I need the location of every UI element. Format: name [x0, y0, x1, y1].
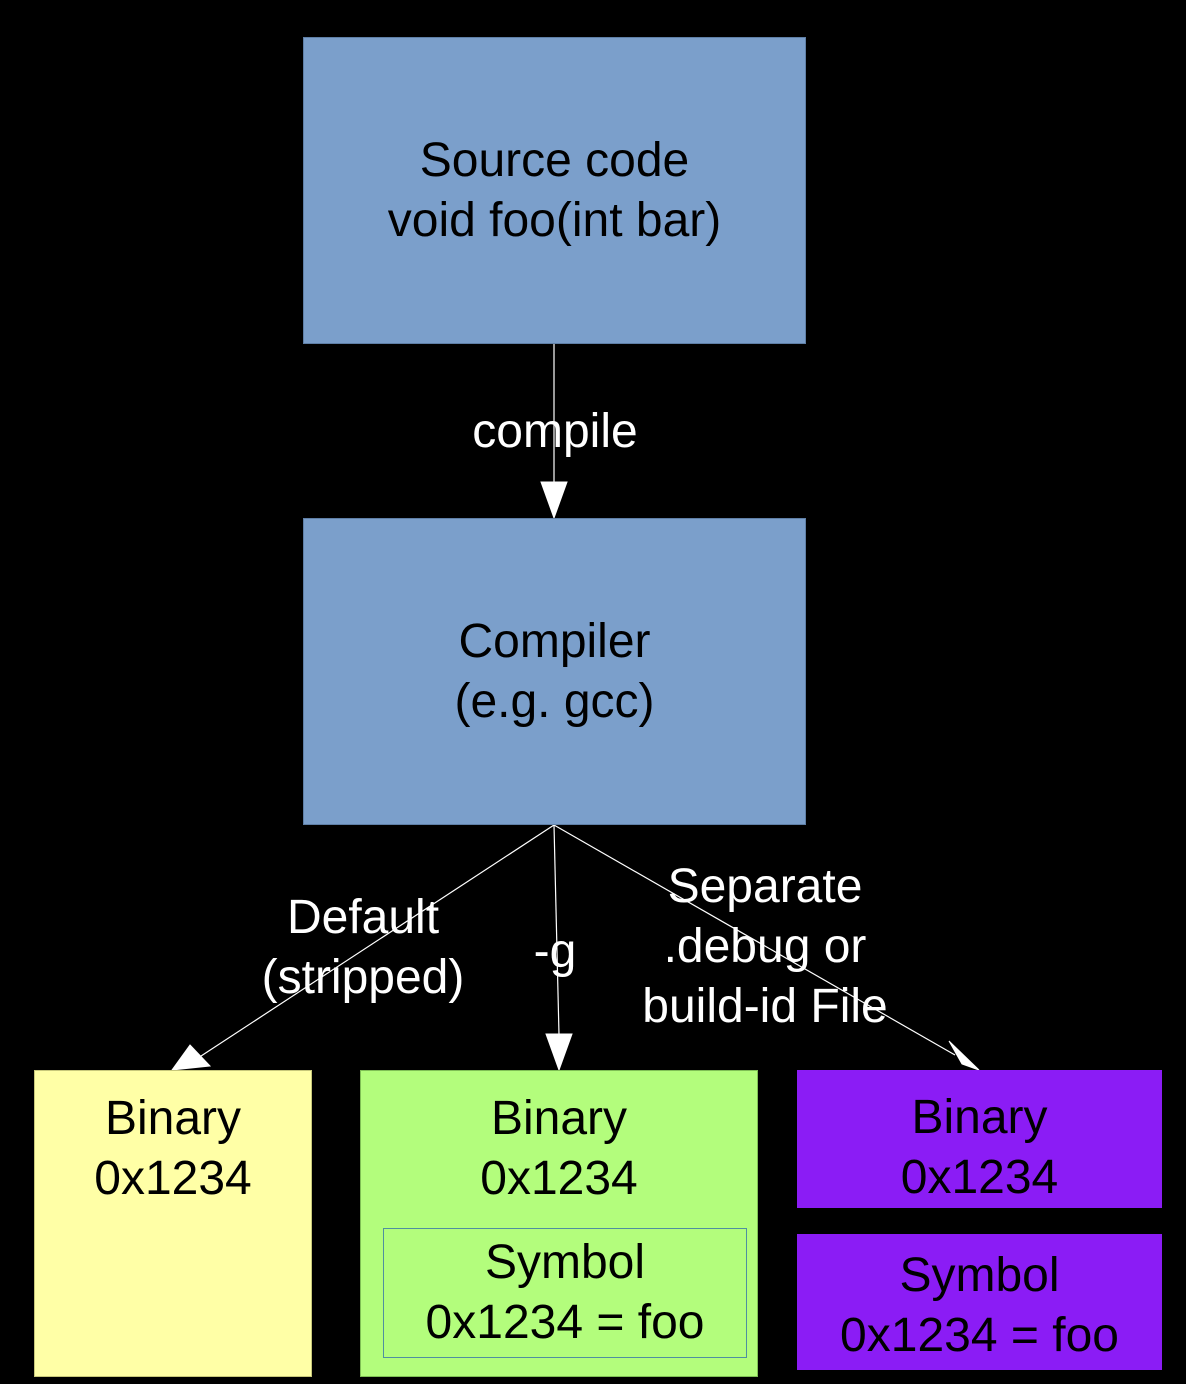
edge-compile-arrowhead: [540, 481, 568, 520]
source-code-signature: void foo(int bar): [387, 193, 722, 247]
edge-separate-label: Separate .debug or build-id File: [610, 857, 920, 1037]
edge-default-text-line2: (stripped): [261, 951, 465, 1004]
edge-g-line: [553, 824, 560, 1036]
edge-separate-line: [553, 824, 956, 1056]
edge-g-text: -g: [533, 925, 577, 978]
edge-separate-arrowhead: [948, 1040, 980, 1071]
edge-separate-text-line3: build-id File: [642, 980, 888, 1033]
binary-stripped-node: Binary 0x1234: [34, 1070, 312, 1377]
edge-g-arrowhead: [545, 1033, 573, 1072]
compiler-example: (e.g. gcc): [454, 674, 655, 728]
edge-separate-text-line1: Separate: [667, 860, 863, 913]
binary-stripped-address: 0x1234: [94, 1152, 252, 1205]
binary-debug-address: 0x1234: [480, 1152, 638, 1205]
edge-separate-text-line2: .debug or: [663, 920, 867, 973]
compiler-node: Compiler (e.g. gcc): [303, 518, 806, 825]
symbol-embedded-node: Symbol 0x1234 = foo: [383, 1228, 747, 1358]
edge-g-label: -g: [515, 922, 595, 982]
source-code-node: Source code void foo(int bar): [303, 37, 806, 344]
edge-default-line: [197, 824, 555, 1059]
symbol-separate-node: Symbol 0x1234 = foo: [797, 1234, 1162, 1370]
symbol-embedded-title: Symbol: [484, 1236, 646, 1289]
binary-separate-address: 0x1234: [900, 1151, 1059, 1204]
edge-default-label: Default (stripped): [228, 888, 498, 1008]
compiler-title: Compiler: [458, 614, 651, 668]
edge-compile-text: compile: [472, 405, 638, 458]
binary-separate-title: Binary: [911, 1091, 1048, 1144]
symbol-separate-mapping: 0x1234 = foo: [840, 1309, 1119, 1362]
source-code-title: Source code: [419, 133, 690, 187]
binary-separate-node: Binary 0x1234: [797, 1070, 1162, 1208]
edge-default-arrowhead: [170, 1044, 212, 1071]
binary-debug-title: Binary: [490, 1092, 628, 1145]
symbol-separate-title: Symbol: [899, 1249, 1060, 1302]
binary-stripped-title: Binary: [104, 1092, 242, 1145]
symbol-embedded-mapping: 0x1234 = foo: [425, 1296, 705, 1349]
edge-compile-label: compile: [455, 402, 655, 462]
edge-default-text-line1: Default: [286, 891, 440, 944]
